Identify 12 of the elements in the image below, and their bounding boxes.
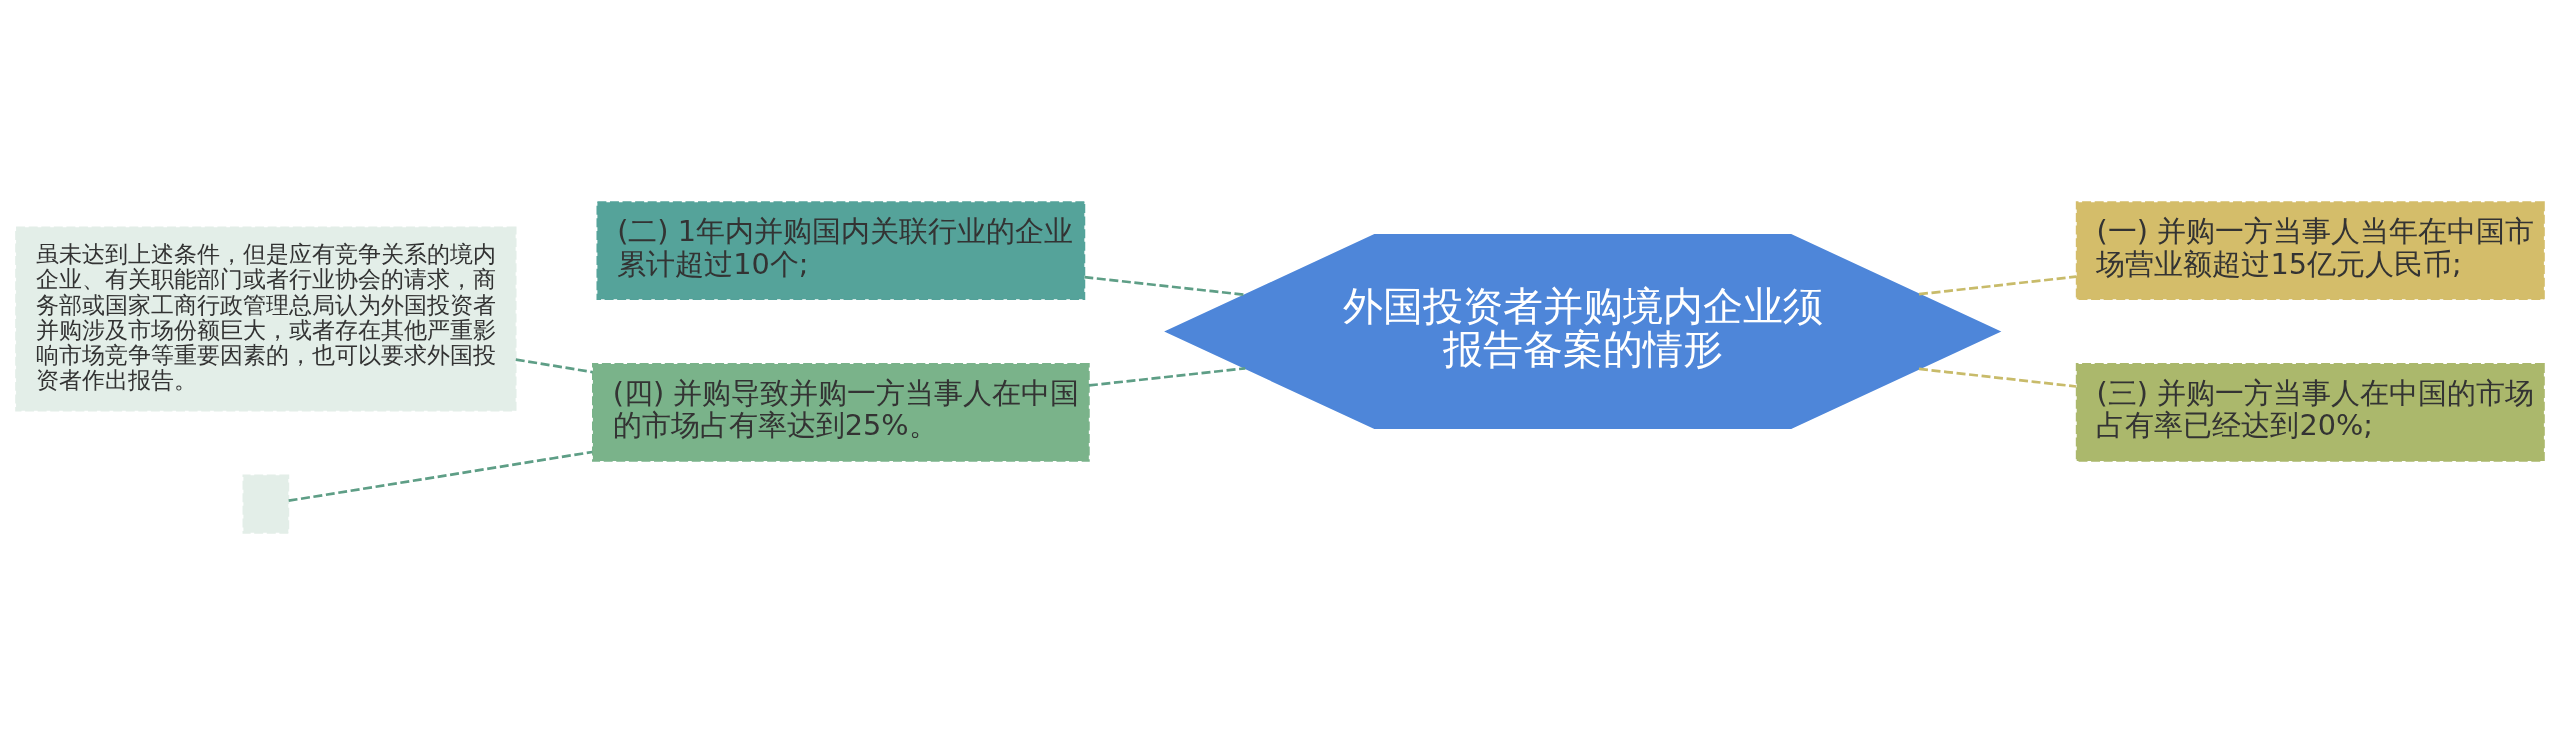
connector <box>1088 367 1246 387</box>
connector <box>1918 275 2077 296</box>
connector <box>288 450 593 502</box>
connector <box>1084 275 1245 297</box>
connector <box>515 358 593 374</box>
node-box: (一) 并购一方当事人当年在中国市场营业额超过15亿元人民币; <box>2075 201 2545 301</box>
node-box: (二) 1年内并购国内关联行业的企业累计超过10个; <box>596 201 1086 301</box>
node-box <box>242 474 290 534</box>
connector <box>1918 367 2077 388</box>
node-box: (四) 并购导致并购一方当事人在中国的市场占有率达到25%。 <box>592 363 1090 462</box>
node-box: 虽未达到上述条件，但是应有竞争关系的境内企业、有关职能部门或者行业协会的请求，商务部或国家工商行政管理总局认为外国投资者并购涉及市场份额巨大，或者存在其他严重影响市场竞争等重要因素的，也可以要求外国投资者作出报告。 <box>15 226 517 412</box>
node-box: (三) 并购一方当事人在中国的市场占有率已经达到20%; <box>2075 363 2545 462</box>
